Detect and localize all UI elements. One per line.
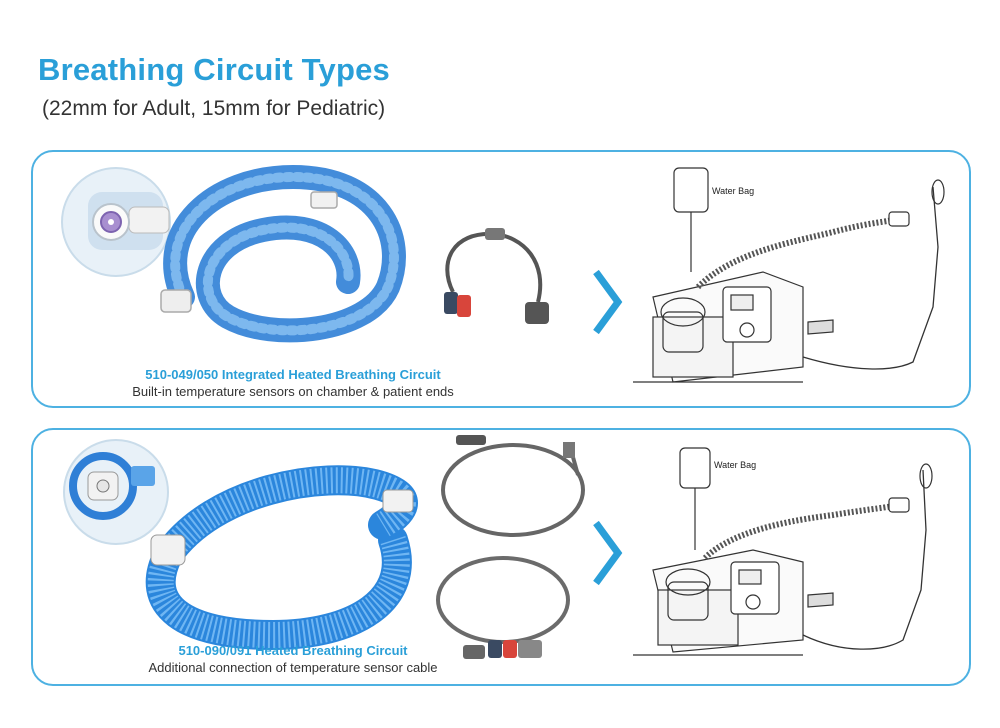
temperature-cable [444,228,549,324]
heated-tube-coil [145,465,418,651]
integrated-circuit-panel: Water Bag 510-049/050 Integrated Heated … [31,150,971,408]
product-title: 510-090/091 Heated Breathing Circuit [178,643,408,658]
temperature-cable [441,435,585,537]
integrated-circuit-illustration [61,164,945,383]
heated-circuit-panel: Water Bag 510-090/091 Heated Breathing C… [31,428,971,686]
water-bag-label: Water Bag [712,186,755,196]
zoom-connector-icon [63,439,169,545]
water-bag-label: Water Bag [714,460,757,470]
zoom-connector-icon [61,167,171,277]
product-description: Built-in temperature sensors on chamber … [132,384,454,399]
humidifier-icon [633,447,933,656]
chevron-right-icon [593,269,623,335]
humidifier-icon [633,167,945,383]
page-title: Breathing Circuit Types [38,52,390,87]
product-caption: 510-049/050 Integrated Heated Breathing … [73,367,513,399]
product-caption: 510-090/091 Heated Breathing Circuit Add… [73,643,513,675]
product-description: Additional connection of temperature sen… [148,660,438,675]
sensor-cable [436,556,570,659]
page-subtitle: (22mm for Adult, 15mm for Pediatric) [42,97,386,120]
chevron-right-icon [593,520,623,586]
product-title: 510-049/050 Integrated Heated Breathing … [145,367,441,382]
heated-tube-coil [160,164,406,343]
heated-circuit-illustration [63,435,933,659]
